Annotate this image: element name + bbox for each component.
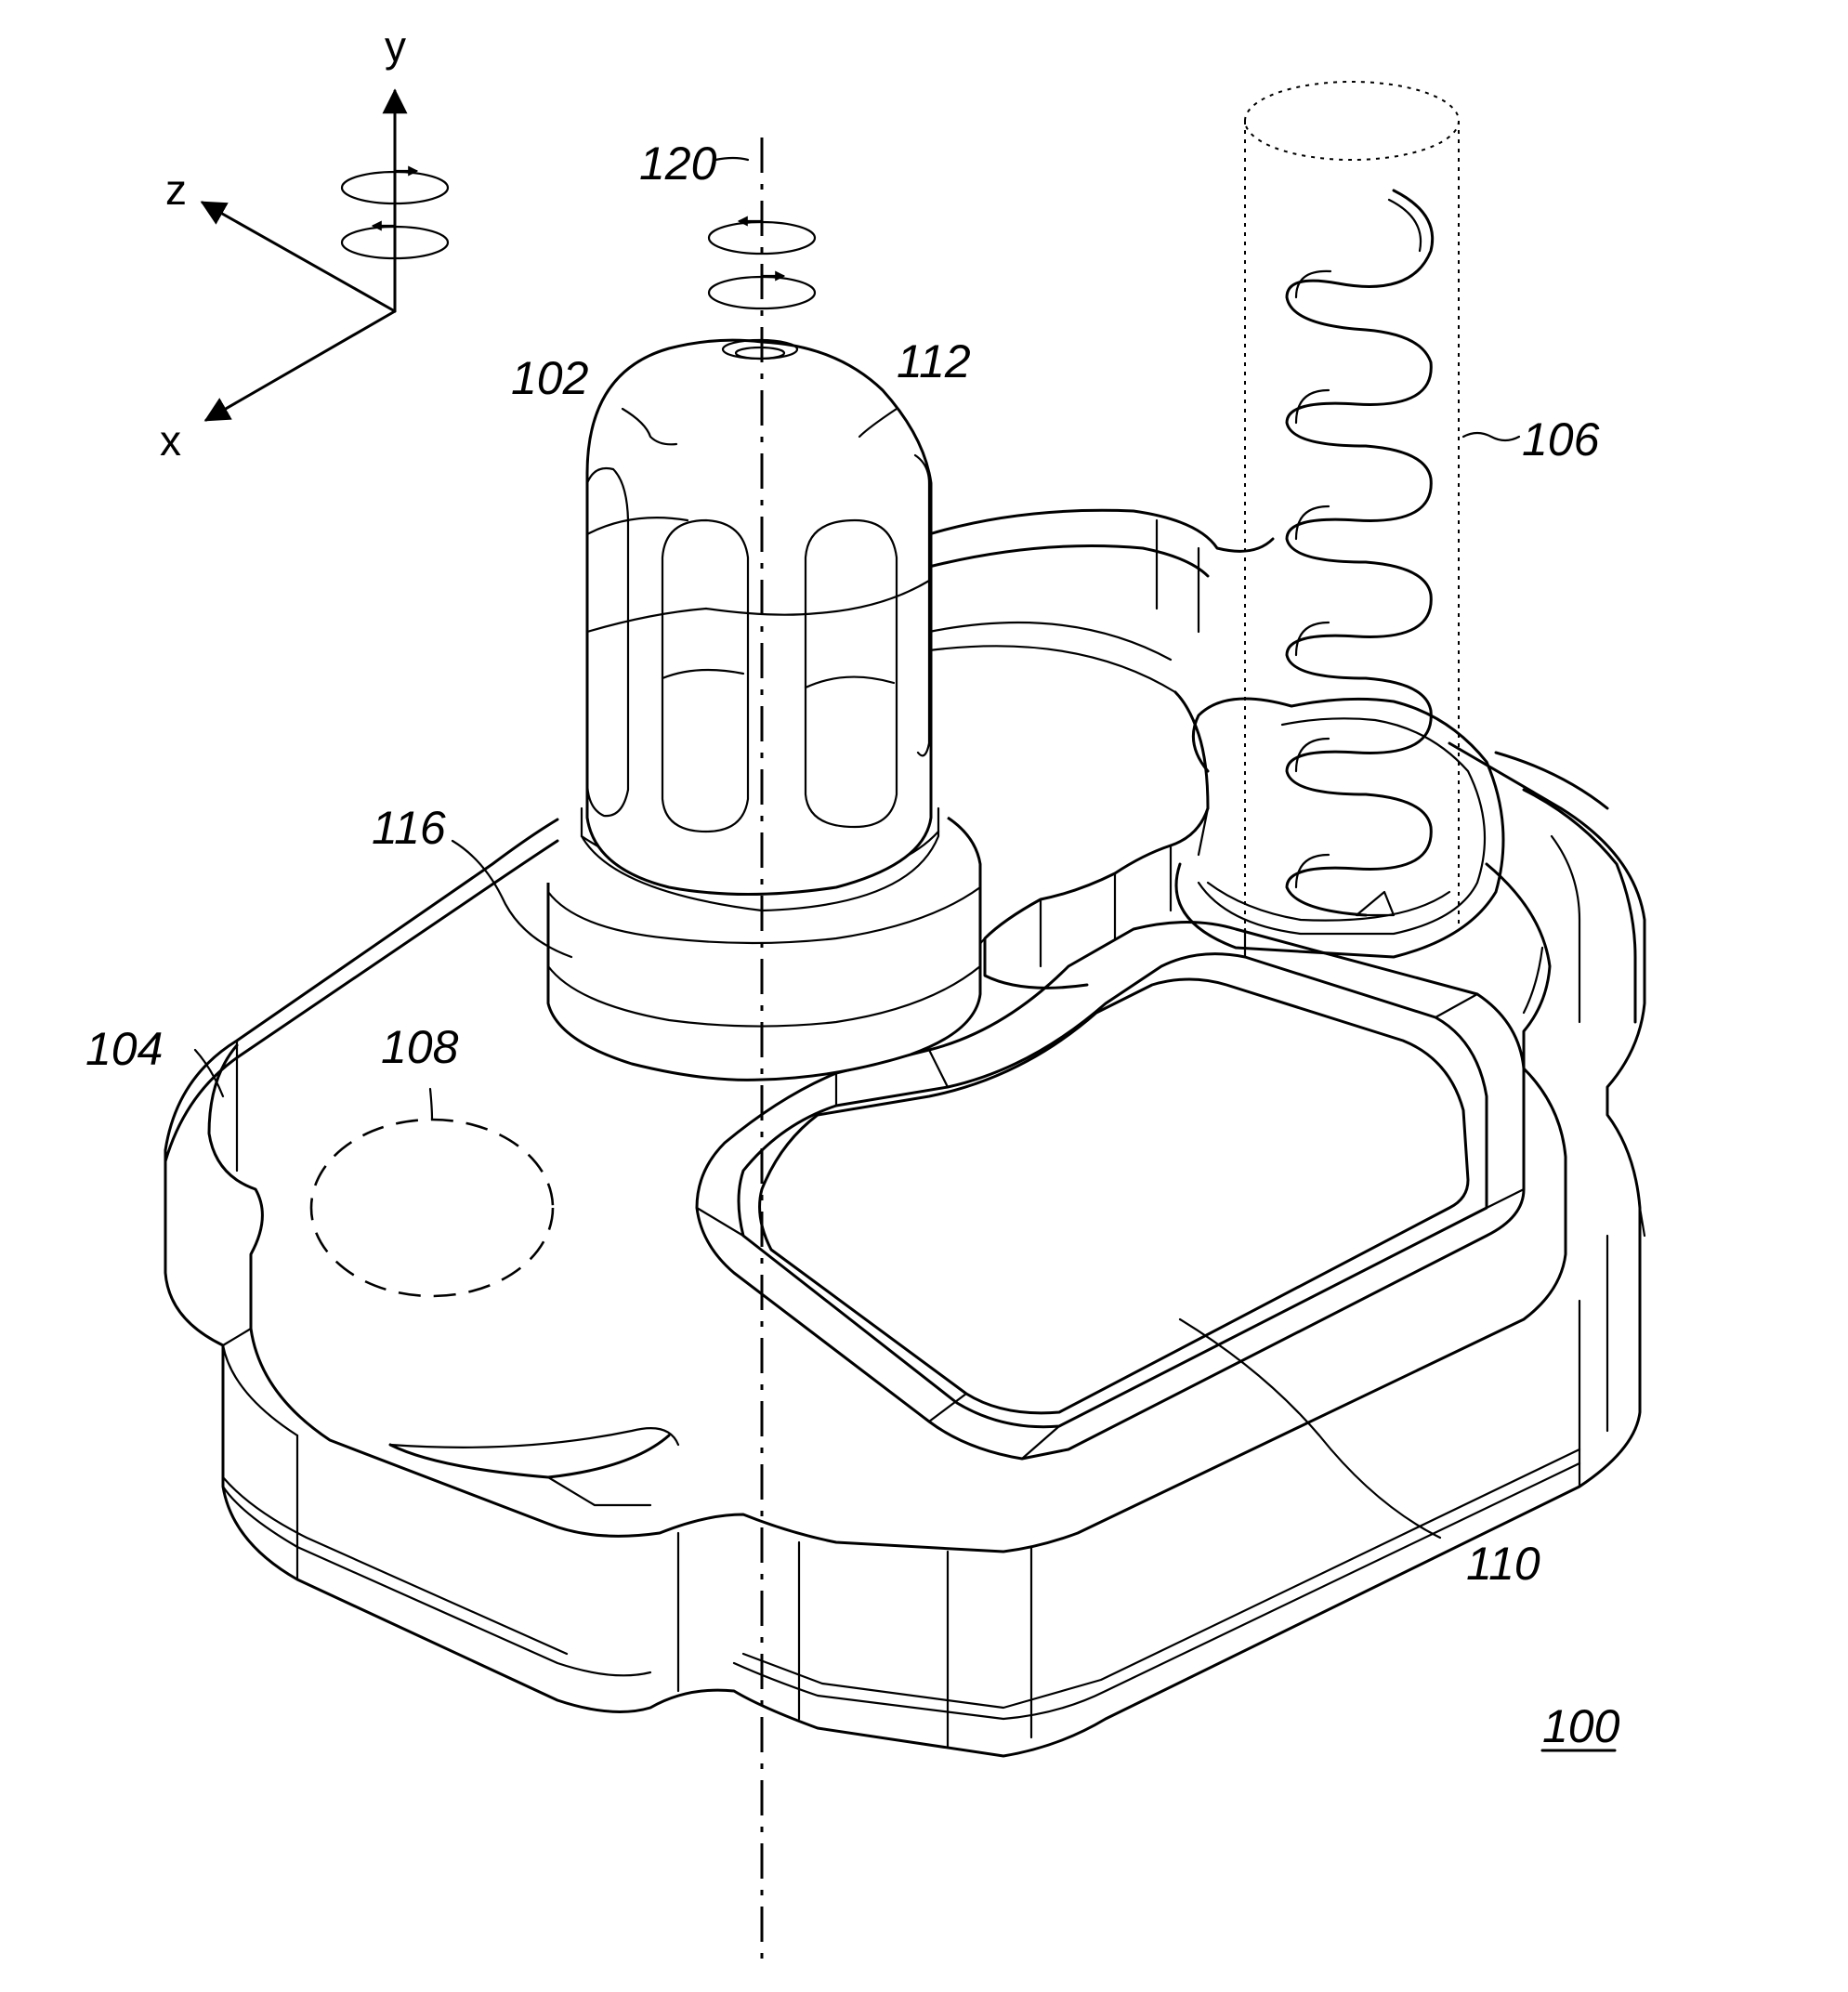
figure-number: 100 xyxy=(1542,1700,1620,1752)
ref-label-112: 112 xyxy=(897,335,971,387)
leader-108 xyxy=(430,1089,432,1120)
ref-label-102: 102 xyxy=(511,352,589,404)
spring-envelope xyxy=(1245,121,1459,929)
hidden-element-108 xyxy=(311,1120,553,1296)
ref-label-116: 116 xyxy=(372,802,446,854)
x-axis-label: x xyxy=(160,416,181,465)
z-axis-label: z xyxy=(165,165,187,214)
ref-label-106: 106 xyxy=(1522,413,1600,465)
socket-rim-outer xyxy=(1176,699,1503,957)
spring-coil xyxy=(1287,190,1433,915)
knob-dome xyxy=(587,340,931,894)
spring-envelope-top xyxy=(1245,82,1459,160)
ref-label-108: 108 xyxy=(381,1021,459,1073)
ref-label-104: 104 xyxy=(85,1023,163,1075)
knob-102 xyxy=(548,340,980,1080)
ref-label-110: 110 xyxy=(1466,1538,1540,1590)
ref-label-120: 120 xyxy=(639,138,717,190)
leader-106 xyxy=(1463,433,1519,440)
leader-120 xyxy=(715,158,748,160)
leader-110 xyxy=(1180,1319,1440,1538)
coordinate-axes: y z x xyxy=(160,22,448,465)
x-axis-arrow xyxy=(206,311,395,420)
y-axis-label: y xyxy=(385,22,406,71)
spring-106 xyxy=(1245,82,1459,929)
z-axis-arrow xyxy=(203,203,395,311)
